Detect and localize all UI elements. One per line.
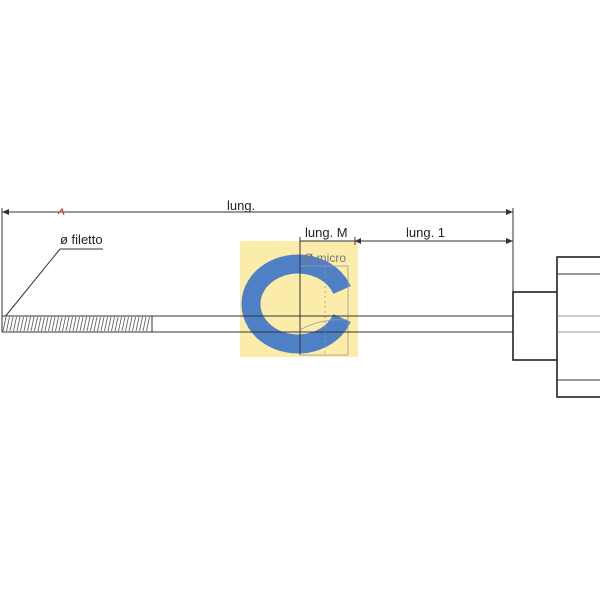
label-length-1: lung. 1 [406,225,446,240]
thread-hatch-line [34,316,38,332]
thread-hatch-line [62,316,66,332]
thread-hatch-line [146,316,150,332]
thread-hatch-line [51,316,56,332]
thread-hatch-line [55,316,59,332]
thread-hatch-line [76,316,80,332]
thread-hatch-line [86,316,91,332]
thread-hatching [2,316,150,332]
thread-hatch-line [41,316,45,332]
thread-hatch-line [69,316,73,332]
thread-hatch-line [107,316,112,332]
thread-hatch-line [121,316,126,332]
thread-hatch-line [37,316,42,332]
thread-hatch-line [9,316,14,332]
thread-hatch-line [48,316,52,332]
knob-body [556,256,600,398]
dimension-partial-lengths [299,237,513,355]
thread-hatch-line [20,316,24,332]
thread-hatch-line [27,316,31,332]
thread-hatch-line [13,316,17,332]
thread-hatch-line [100,316,105,332]
label-total-length: lung. [227,198,256,213]
thread-hatch-line [114,316,119,332]
thread-hatch-line [23,316,28,332]
thread-hatch-line [135,316,140,332]
thread-hatch-line [125,316,129,332]
thread-hatch-line [90,316,94,332]
thread-hatch-line [16,316,21,332]
red-mark [57,207,65,216]
thread-hatch-line [83,316,87,332]
thread-hatch-line [30,316,35,332]
thread-hatch-line [128,316,133,332]
thread-hatch-line [65,316,70,332]
thread-hatch-line [111,316,115,332]
thread-hatch-line [93,316,98,332]
thread-hatch-line [6,316,10,332]
thread-hatch-line [72,316,77,332]
micro-diameter-box [299,265,349,356]
thread-hatch-line [104,316,108,332]
thread-hatch-line [58,316,63,332]
threaded-section [1,315,153,333]
thread-hatch-line [132,316,136,332]
shaft [151,315,514,333]
knob-head [556,256,600,398]
dimension-total-length [1,208,514,318]
label-micro-diameter: Ø micro [304,251,346,265]
thread-hatch-line [79,316,84,332]
logo-watermark [240,241,358,357]
thread-leader-line [3,248,103,319]
thread-hatch-line [142,316,147,332]
thread-hatch-line [139,316,143,332]
thread-hatch-line [44,316,49,332]
collar [512,291,560,361]
label-length-m: lung. M [305,225,348,240]
thread-hatch-line [97,316,101,332]
logo-letter-c [241,254,351,354]
label-thread-diameter: ø filetto [60,232,103,247]
thread-hatch-line [2,316,7,332]
thread-hatch-line [118,316,122,332]
